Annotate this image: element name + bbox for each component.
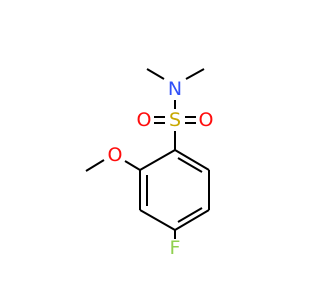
molecule-structure-diagram: N S O O O F: [85, 68, 214, 259]
ring-double-bond-top-right: [177, 157, 203, 173]
bond-ring-o-methoxy: [124, 160, 141, 171]
ring-bond-6: [174, 149, 210, 171]
ring-bond-4: [174, 209, 210, 231]
atom-label-nitrogen: N: [168, 78, 182, 100]
atom-label-oxygen-methoxy: O: [108, 144, 123, 166]
bond-n-methyl-left: [146, 68, 165, 80]
atom-label-oxygen-sulfonyl-right: O: [199, 109, 214, 131]
bond-n-methyl-right: [185, 68, 205, 80]
ring-bond-3: [139, 209, 176, 231]
atom-label-fluorine: F: [170, 237, 181, 259]
atom-label-oxygen-sulfonyl-left: O: [137, 109, 152, 131]
ring-double-bond-bottom: [177, 207, 203, 223]
ring-bond-1: [139, 149, 176, 171]
bond-o-methyl: [85, 159, 105, 172]
atom-label-sulfur: S: [169, 109, 181, 131]
